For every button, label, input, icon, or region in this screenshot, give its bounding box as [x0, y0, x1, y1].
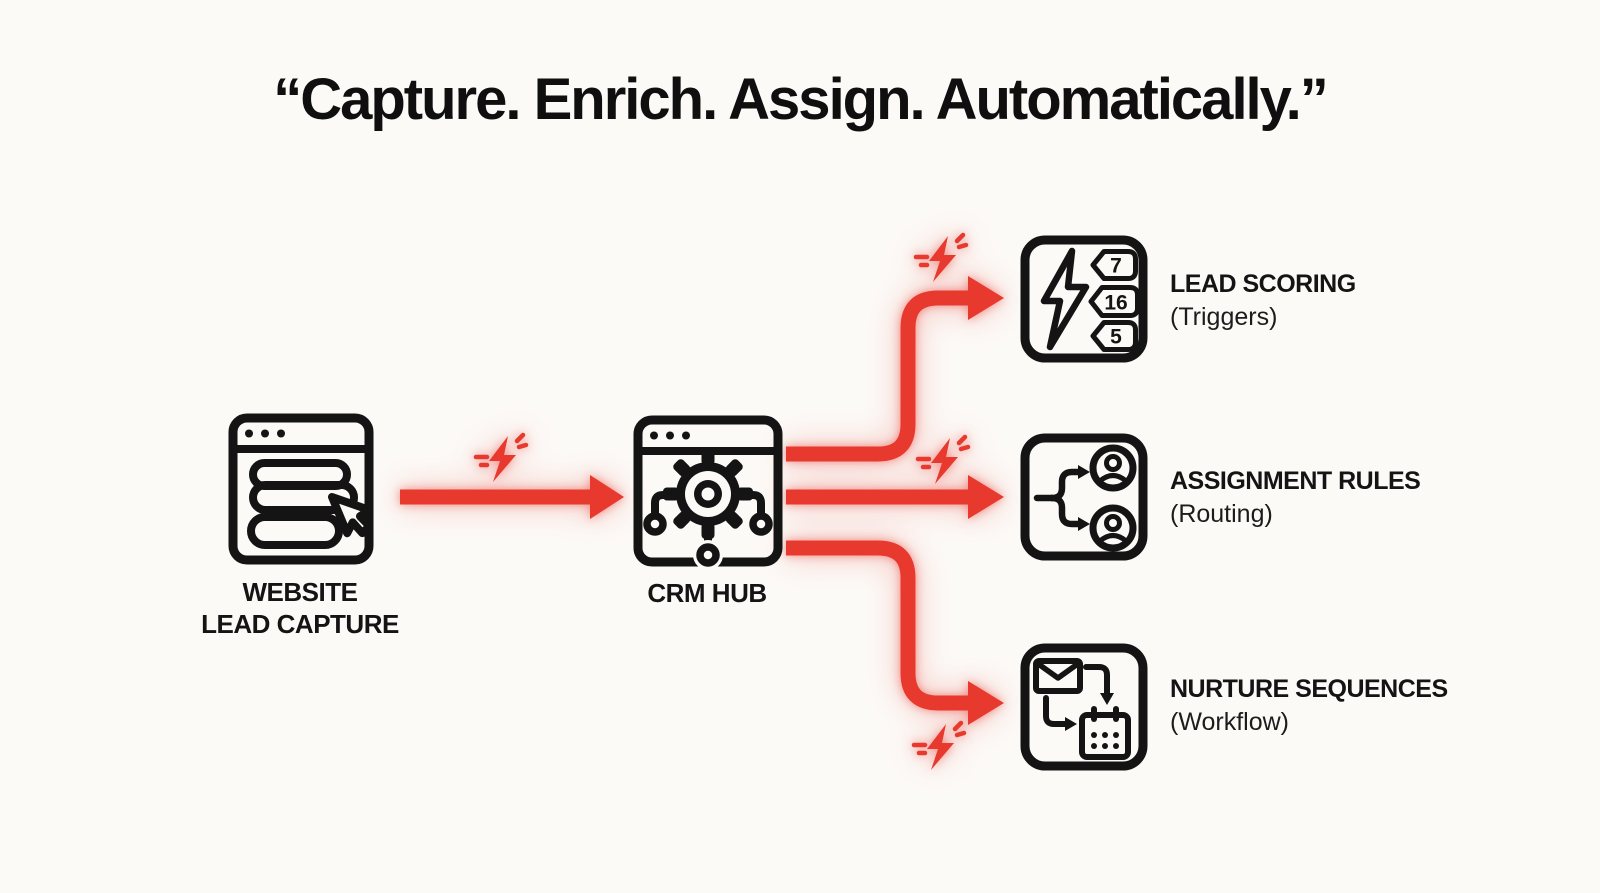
assignment-rules-label-block: ASSIGNMENT RULES (Routing)	[1170, 467, 1421, 528]
calendar-icon	[1079, 706, 1131, 760]
lead-scoring-label-block: LEAD SCORING (Triggers)	[1170, 270, 1356, 331]
score-tag: 16	[1088, 285, 1140, 318]
arrowhead	[968, 276, 1004, 320]
nurture-sequences-label-block: NURTURE SEQUENCES (Workflow)	[1170, 675, 1448, 736]
branch-to-users-icon	[1020, 433, 1148, 561]
website-node-label: WEBSITE LEAD CAPTURE	[160, 576, 440, 640]
lightning-score-tags-icon: 7 16 5	[1020, 235, 1148, 363]
lead-scoring-sublabel: (Triggers)	[1170, 303, 1278, 331]
zap-icon	[473, 432, 529, 482]
crm-hub-label: CRM HUB	[647, 578, 767, 608]
cursor-icon	[328, 493, 374, 538]
website-lead-capture-node	[228, 413, 374, 565]
assignment-rules-sublabel: (Routing)	[1170, 500, 1273, 528]
nurture-sequences-sublabel: (Workflow)	[1170, 708, 1289, 736]
browser-gear-network-icon	[633, 415, 783, 567]
lead-scoring-node: 7 16 5	[1020, 235, 1148, 363]
arrowhead	[968, 475, 1004, 519]
diagram-title: “Capture. Enrich. Assign. Automatically.…	[273, 67, 1329, 132]
svg-text:7: 7	[1110, 255, 1122, 278]
arrowhead	[590, 475, 624, 519]
email-calendar-workflow-icon	[1020, 643, 1148, 771]
website-label-line1: WEBSITE	[242, 577, 358, 607]
browser-form-cursor-icon	[228, 413, 374, 565]
user-icon	[1089, 504, 1137, 552]
arrow-crm-to-nurture-sequences	[786, 540, 970, 711]
nurture-sequences-node	[1020, 643, 1148, 771]
score-tag: 7	[1090, 249, 1138, 281]
assignment-rules-node	[1020, 433, 1148, 561]
arrowhead	[968, 681, 1004, 725]
lead-scoring-label: LEAD SCORING	[1170, 270, 1356, 298]
envelope-icon	[1033, 658, 1083, 694]
gear-icon	[663, 449, 753, 539]
website-label-line2: LEAD CAPTURE	[201, 609, 399, 639]
svg-text:16: 16	[1104, 292, 1127, 315]
nurture-sequences-label: NURTURE SEQUENCES	[1170, 675, 1448, 703]
svg-text:5: 5	[1110, 326, 1122, 349]
arrow-crm-to-lead-scoring	[786, 290, 970, 462]
zap-icon	[913, 232, 969, 282]
zap-icon	[911, 720, 967, 770]
crm-hub-node-label: CRM HUB	[587, 577, 827, 609]
crm-hub-node	[633, 415, 783, 567]
user-icon	[1089, 444, 1137, 492]
score-tag: 5	[1090, 320, 1138, 352]
zap-icon	[915, 434, 971, 484]
assignment-rules-label: ASSIGNMENT RULES	[1170, 467, 1421, 495]
